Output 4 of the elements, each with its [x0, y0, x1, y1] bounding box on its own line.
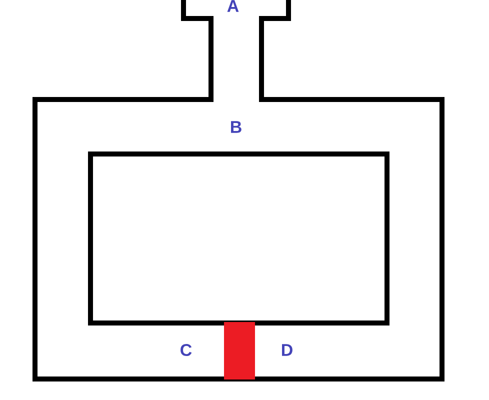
point-label: D	[282, 344, 292, 356]
point-label: C	[180, 344, 192, 356]
point-label: A	[227, 0, 239, 12]
point-label: B	[231, 121, 242, 133]
